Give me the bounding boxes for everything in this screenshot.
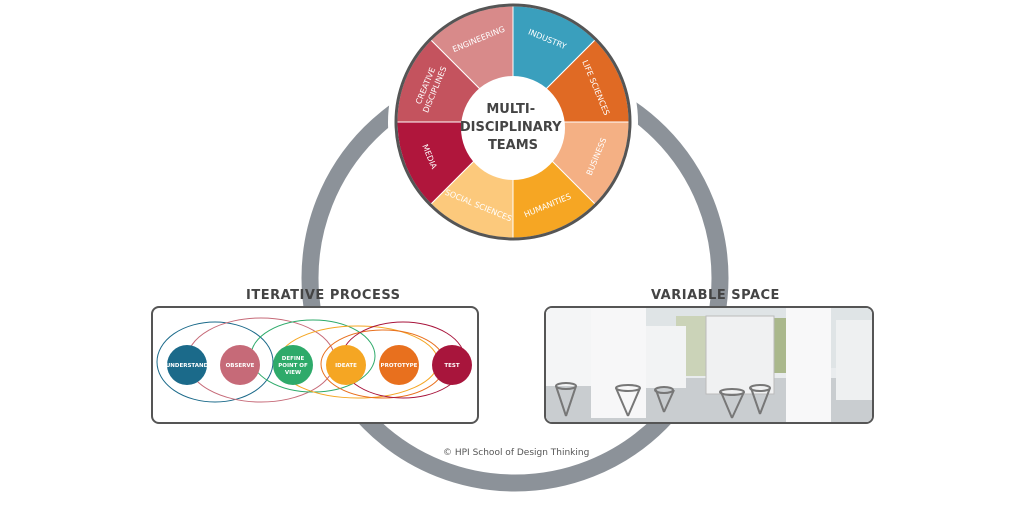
whiteboard [836,320,872,400]
whiteboard [591,308,646,418]
step-prototype [379,345,419,385]
wheel-outline [394,3,632,241]
loop-ellipse [156,321,274,403]
step-understand [167,345,207,385]
whiteboard [705,315,775,395]
center-line-1: MULTI- [486,102,535,117]
step-label: UNDERSTAND [166,363,209,369]
step-label: PROTOTYPE [381,363,418,369]
column [786,308,831,422]
copyright-text: © HPI School of Design Thinking [443,448,590,458]
step-define-point-of-view [273,345,313,385]
step-label: OBSERVE [226,363,255,369]
center-line-3: TEAMS [488,138,538,153]
step-ideate [326,345,366,385]
step-label: IDEATE [335,363,357,369]
loop-ellipse [186,317,336,403]
step-label: TEST [444,363,459,369]
variable-space-title: VARIABLE SPACE [651,288,780,303]
center-line-2: DISCIPLINARY [460,120,562,135]
wheel-center [461,76,565,180]
step-observe [220,345,260,385]
stools [555,382,771,419]
variable-space-photo [544,306,874,424]
iterative-process-title: ITERATIVE PROCESS [246,288,401,303]
room-photo-illustration [546,308,872,422]
whiteboard [646,326,686,388]
svg-text:MULTI- DISCIPLINARY TE: MULTI- DISCIPLINARY TEAMS [460,102,566,153]
step-test [432,345,472,385]
